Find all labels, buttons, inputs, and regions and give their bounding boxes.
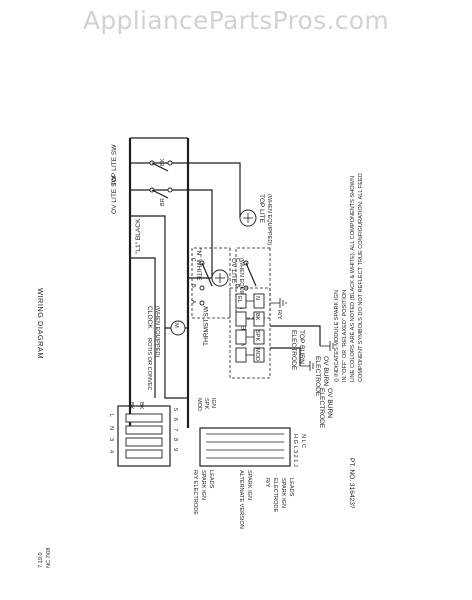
ov-lite-note: (WHEN EQUIPPED): [238, 258, 244, 309]
electrode-lead-1: ELECTRODE: [272, 478, 278, 512]
electrode-top-label-2: TOP BURN: [298, 330, 305, 364]
wire-bk-3: BK: [138, 402, 144, 410]
rotis-label: ROTIS OR CONVEC: [146, 338, 152, 391]
electrode-lead-3: LEADS: [288, 478, 294, 497]
switch-letter-b2: B: [234, 284, 240, 288]
electrode-ov-label-4: OV BURN: [326, 388, 333, 418]
spark-module: [229, 287, 271, 379]
corner-codes: 7.19.0 NC 7/08: [38, 547, 52, 568]
wire-br: BR: [160, 198, 166, 206]
terminal-4: 4: [108, 450, 114, 453]
electrode-lead-ry: R/Y: [264, 478, 270, 488]
alternate-spark-ign: [199, 427, 291, 467]
part-number: PT. NO. 316423?: [348, 458, 355, 509]
note-line-2: LINE COLORS ARE AS NOTED (BLACK & WHITE)…: [350, 176, 356, 382]
note-line-3: IN "OFF" OR "RELAXED" POSITION: [342, 290, 348, 382]
corner-code-2: NC 7/08: [46, 547, 52, 568]
terminal-l: L: [108, 414, 114, 417]
alt-label-2: SPARK IGN: [200, 470, 206, 500]
alt-pins: H G L 3 2 1 J: [292, 434, 298, 467]
alt-label-3: LEADS: [208, 470, 214, 489]
note-block: COMPONENT SYMBOLS DO NOT REFLECT TRUE CO…: [334, 173, 364, 382]
electrode-ov-label-1: ELECTRODE: [314, 356, 321, 397]
note-line-4: () INDICATES MODULE SPARK IGN: [334, 290, 340, 382]
switch-letter-c1: C: [190, 258, 196, 262]
alt-title-1: ALTERNATE VERSION: [238, 470, 244, 529]
electrode-top-icon: [300, 361, 314, 371]
terminal-9: 9: [172, 448, 178, 451]
terminal-3: 3: [108, 438, 114, 441]
top-lite-switch: [149, 160, 173, 172]
alt-pins-2: N L C: [300, 434, 306, 448]
module-label-spk: SPK: [254, 330, 260, 341]
mod-label-1: MOD: [196, 398, 202, 411]
alt-label-1: R/Y ELECTRODE: [192, 470, 198, 515]
wire-bk-1: BK: [160, 158, 166, 166]
clock-note: (WHEN EQUIPPED): [154, 306, 160, 357]
corner-code-1: 7.19.0: [38, 552, 44, 568]
terminal-7: 7: [172, 428, 178, 431]
module-label-n: N: [254, 296, 260, 300]
terminal-block: [117, 405, 171, 467]
terminal-5: 5: [172, 408, 178, 411]
alt-title-2: SPARK IGN: [246, 470, 252, 500]
wire-ry: R/Y: [276, 310, 282, 320]
module-label-bk: BK: [254, 313, 260, 321]
branch-top-lite: [130, 162, 241, 218]
top-lite-lamp-icon: [239, 209, 257, 227]
neutral-label: "N" WHITE: [195, 248, 202, 281]
clock-label: CLOCK: [146, 306, 153, 329]
ground-icon: [270, 298, 287, 308]
ov-lite-switch: [149, 187, 173, 199]
top-lite-note: (WHEN EQUIPPED): [266, 194, 272, 245]
electrode-ov-label-3: ELECTRODE: [318, 388, 325, 429]
switch-letter-c2: C: [234, 258, 240, 262]
electrode-ov-wire: [270, 325, 321, 346]
switch-letter-b1: B: [190, 284, 196, 288]
rotated-schematic: WIRING DIAGRAM "L1" BLACK "N" WHITE TOP …: [36, 137, 364, 529]
ov-lite-lamp-icon: [211, 269, 229, 287]
terminal-n: N: [108, 426, 114, 430]
branch-rotis: [164, 328, 188, 399]
module-label-mod: MOD: [254, 348, 260, 361]
note-line-1: COMPONENT SYMBOLS DO NOT REFLECT TRUE CO…: [358, 173, 364, 382]
ov-lite-label: OV LITE: [230, 258, 237, 284]
diagram-title: WIRING DIAGRAM: [36, 288, 45, 359]
terminal-8: 8: [172, 438, 178, 441]
mod-label-2: SPK: [203, 398, 209, 409]
valve-sw-label: VALVE SW: [241, 312, 248, 346]
electrode-lead-2: SPARK IGN: [280, 478, 286, 508]
thrmst-sw-label: THRMST SW: [203, 305, 210, 346]
electrode-top-label-1: ELECTRODE: [290, 330, 297, 371]
electrode-ov-label-2: OV BURN: [322, 356, 329, 386]
l1-label: "L1" BLACK: [135, 218, 142, 254]
electrode-ov-icon: [320, 341, 334, 351]
thermostat-switch: [191, 247, 231, 319]
wire-bk-2: BK: [128, 402, 134, 410]
top-lite-label: TOP LITE: [258, 194, 265, 224]
switch-letter-a: A: [190, 300, 196, 304]
branch-valve: [130, 257, 156, 398]
mod-label-3: IGN: [210, 398, 216, 408]
watermark: AppliancePartsPros.com: [82, 6, 390, 35]
svg-text:M: M: [173, 323, 179, 328]
ov-lite-sw-label: OV LITE SW: [111, 175, 118, 214]
top-lite-sw-label: TOP LITE SW: [111, 144, 118, 186]
electrode-top-wire: [270, 347, 301, 366]
module-label-el: EL: [236, 296, 242, 303]
clock-motor-icon: M: [170, 320, 186, 336]
terminal-6: 6: [172, 418, 178, 421]
